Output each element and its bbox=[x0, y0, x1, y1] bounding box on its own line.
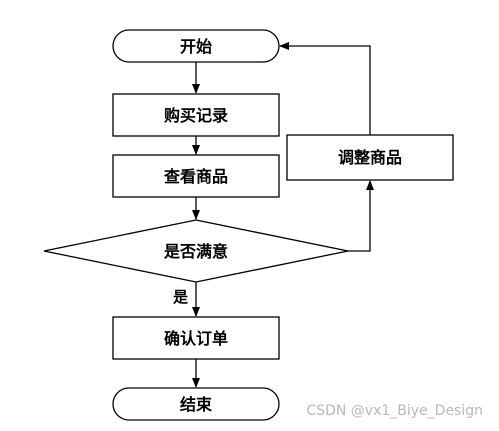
adjust-products-node: 调整商品 bbox=[286, 134, 454, 181]
satisfied-decision-label: 是否满意 bbox=[163, 242, 228, 261]
view-products-label: 查看商品 bbox=[164, 167, 228, 186]
start-node: 开始 bbox=[112, 29, 280, 63]
start-label: 开始 bbox=[180, 37, 212, 56]
arrow-decision-to-adjust bbox=[348, 180, 374, 252]
satisfied-decision-node: 是否满意 bbox=[43, 219, 349, 283]
purchase-record-label: 购买记录 bbox=[164, 106, 228, 125]
end-label: 结束 bbox=[179, 395, 213, 414]
watermark: CSDN @vx1_Biye_Design bbox=[306, 403, 483, 419]
yes-edge-label: 是 bbox=[172, 288, 189, 306]
view-products-node: 查看商品 bbox=[112, 154, 280, 198]
confirm-order-node: 确认订单 bbox=[112, 316, 280, 360]
confirm-order-label: 确认订单 bbox=[164, 329, 228, 348]
purchase-record-node: 购买记录 bbox=[112, 93, 280, 137]
arrow-adjust-to-start bbox=[279, 42, 371, 135]
end-node: 结束 bbox=[112, 387, 280, 421]
adjust-products-label: 调整商品 bbox=[338, 148, 402, 167]
